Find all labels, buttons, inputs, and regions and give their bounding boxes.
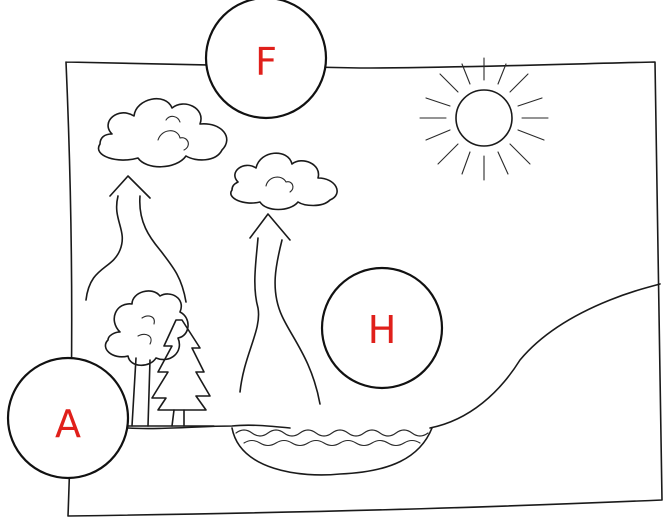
label-letter-middle: H: [368, 308, 397, 352]
evaporation-arrow-icon: [240, 214, 320, 404]
label-badge-top[interactable]: F: [206, 0, 326, 118]
cloud-icon: [99, 99, 227, 167]
label-badge-middle[interactable]: H: [322, 268, 442, 388]
sun-icon: [420, 58, 548, 180]
lake-icon: [232, 428, 432, 475]
label-letter-bottom-left: A: [55, 402, 81, 446]
label-badge-bottom-left[interactable]: A: [8, 358, 128, 478]
cloud-icon: [231, 153, 337, 209]
evaporation-arrow-icon: [86, 176, 186, 302]
label-letter-top: F: [255, 40, 277, 84]
